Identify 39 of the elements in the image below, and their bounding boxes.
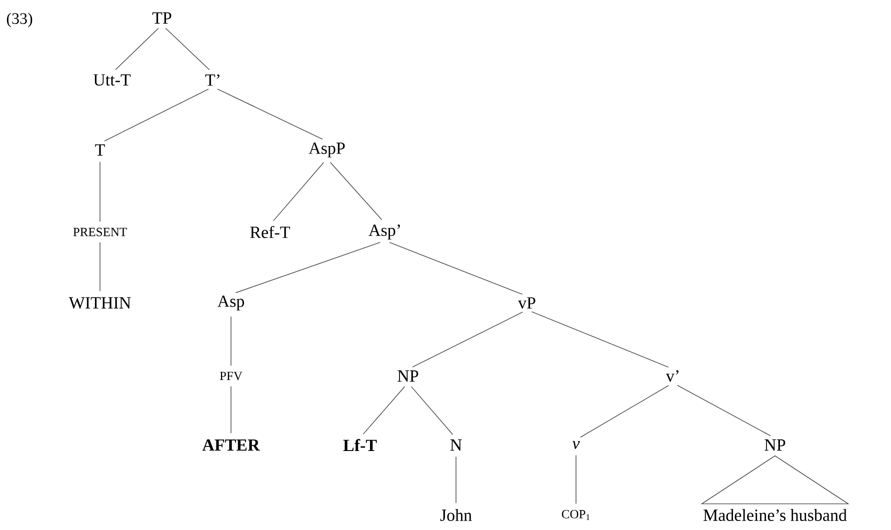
tree-label: TP [152,12,172,24]
tree-label: N [450,439,462,451]
branch-line [362,386,406,434]
branch-line [580,385,670,438]
branch-line [115,28,159,70]
tree-label: John [440,509,472,521]
tree-label: T’ [205,74,220,86]
tree-label: WITHIN [68,297,131,309]
tree-label: Utt-T [93,74,131,86]
tree-label: AFTER [202,439,260,451]
branch-line [165,28,210,70]
branch-line [235,242,381,294]
tree-label: Lf-T [343,439,377,451]
branch-line [217,88,323,140]
branch-line [330,162,382,220]
branch-line [389,242,523,295]
tree-label: PFV [220,372,242,380]
branch-line [410,386,454,435]
branch-line [272,162,324,222]
tree-label: Ref-T [250,226,290,238]
tree-label: COP$_{1}$ [562,510,590,520]
tree-label: v [572,441,580,449]
tree-label: Asp’ [368,224,400,240]
branch-line [230,316,232,366]
branch-line [104,88,209,142]
tree-label: vP [518,297,536,309]
tree-label: NP [764,439,786,451]
tree-label: AspP [308,142,345,158]
tree-label: v’ [666,370,678,382]
example-number: (33) [6,12,32,28]
tree-label: T [95,144,105,156]
branch-line [412,312,523,368]
branch-line [531,311,669,368]
tree-label: PRESENT [73,228,127,236]
tree-label: Asp [217,296,244,310]
tree-label: Madeleine’s husband [704,509,847,521]
tree-label: NP [398,370,418,382]
branch-line [677,384,771,436]
branch-line [230,386,232,434]
